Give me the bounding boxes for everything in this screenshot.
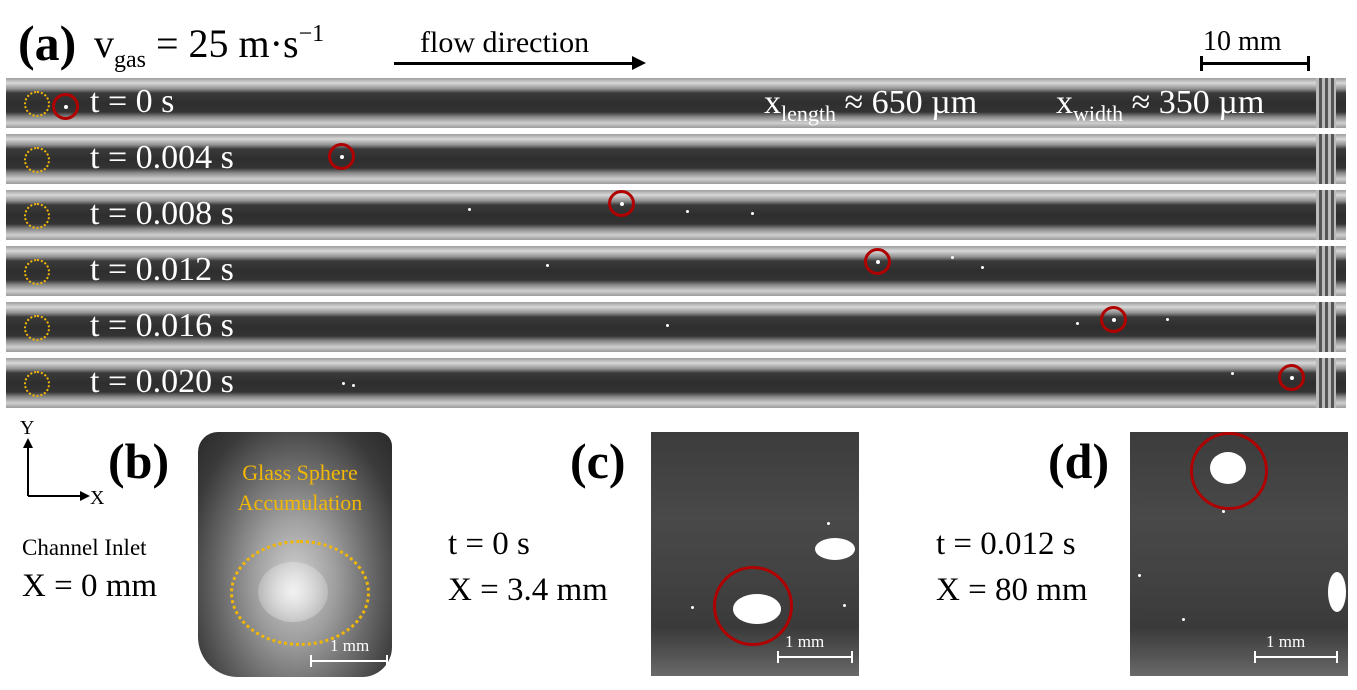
particle-speck	[686, 210, 689, 213]
particle-speck	[951, 256, 954, 259]
inlet-marker	[24, 371, 50, 397]
accumulation-ring	[230, 540, 370, 646]
particle-speck	[827, 522, 830, 525]
particle-image-d: 1 mm	[1130, 432, 1348, 676]
particle-image-c: 1 mm	[651, 432, 859, 676]
frame-time: t = 0.016 s	[90, 307, 234, 344]
particle-speck	[1182, 618, 1185, 621]
flow-arrow	[394, 62, 632, 65]
width-dimension: xwidth ≈ 350 µm	[1056, 84, 1265, 126]
scale-1mm-bar	[310, 655, 388, 667]
length-dimension: xlength ≈ 650 µm	[764, 84, 978, 126]
frame-strip: t = 0.004 s	[6, 134, 1346, 184]
inlet-marker	[24, 315, 50, 341]
tracer-circle	[1100, 306, 1127, 333]
time-d-label: t = 0.012 s	[936, 526, 1076, 562]
position-d-label: X = 80 mm	[936, 572, 1088, 608]
axis-y-label: Y	[20, 417, 35, 439]
particle-speck	[1138, 574, 1141, 577]
tracer-circle	[608, 190, 635, 217]
particle-speck	[843, 604, 846, 607]
panel-label-a: (a)	[18, 15, 77, 71]
time-c-label: t = 0 s	[448, 526, 530, 562]
particle-speck	[751, 212, 754, 215]
tracer-circle	[864, 248, 891, 275]
tracer-circle	[1190, 432, 1268, 510]
tracer-circle	[1278, 364, 1305, 391]
channel-inlet-label: Channel Inlet	[22, 535, 147, 560]
scale-10mm-bar	[1200, 56, 1310, 71]
inlet-marker	[24, 147, 50, 173]
panel-label-d: (d)	[1048, 433, 1110, 489]
frame-strip: t = 0.012 s	[6, 246, 1346, 296]
inlet-marker	[24, 203, 50, 229]
tracer-circle	[52, 93, 79, 120]
scale-1mm-label: 1 mm	[1266, 632, 1306, 651]
gas-velocity-label: vgas = 25 m·s−1	[94, 21, 325, 73]
scale-1mm-bar	[1254, 651, 1338, 663]
particle-speck	[666, 324, 669, 327]
panel-label-b: (b)	[108, 433, 170, 489]
frame-time: t = 0.012 s	[90, 251, 234, 288]
particle-speck	[352, 384, 355, 387]
scale-10mm-label: 10 mm	[1203, 26, 1282, 57]
particle-speck	[342, 382, 345, 385]
frame-strip: t = 0.008 s	[6, 190, 1346, 240]
flow-direction-label: flow direction	[420, 26, 590, 59]
particle-speck	[691, 606, 694, 609]
particle-speck	[1222, 510, 1225, 513]
scale-1mm-bar	[777, 651, 853, 663]
scale-1mm-label: 1 mm	[330, 636, 370, 655]
flow-arrow-head	[632, 56, 646, 70]
frame-time: t = 0.020 s	[90, 363, 234, 400]
particle-speck	[1076, 322, 1079, 325]
particle-speck	[981, 266, 984, 269]
frame-strip: t = 0 s xlength ≈ 650 µm xwidth ≈ 350 µm	[6, 78, 1346, 128]
particle-speck	[468, 208, 471, 211]
particle-speck	[546, 264, 549, 267]
panel-label-c: (c)	[570, 433, 626, 489]
axis-indicator	[23, 438, 90, 501]
tracer-circle	[713, 566, 793, 646]
inlet-position-label: X = 0 mm	[22, 568, 158, 604]
frame-time: t = 0.008 s	[90, 195, 234, 232]
particle-blob	[1328, 572, 1346, 612]
frame-time: t = 0.004 s	[90, 139, 234, 176]
tracer-circle	[328, 143, 355, 170]
frame-time: t = 0 s	[90, 83, 175, 120]
frame-strip: t = 0.016 s	[6, 302, 1346, 352]
inlet-marker	[24, 91, 50, 117]
particle-speck	[1231, 372, 1234, 375]
particle-speck	[1166, 318, 1169, 321]
inlet-marker	[24, 259, 50, 285]
scale-1mm-label: 1 mm	[785, 632, 825, 651]
particle-blob	[815, 538, 855, 560]
frame-strip: t = 0.020 s	[6, 358, 1346, 408]
position-c-label: X = 3.4 mm	[448, 572, 608, 608]
axis-x-label: X	[90, 487, 105, 509]
